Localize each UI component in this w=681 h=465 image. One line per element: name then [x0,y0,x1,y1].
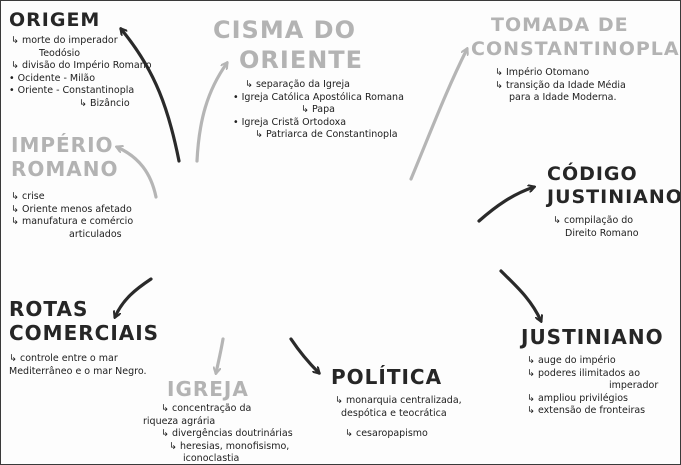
node-origem-title: ORIGEM [9,11,100,30]
igreja-note-5: iconoclastia [183,453,240,464]
politica-title-line-1: POLÍTICA [331,365,443,389]
rotas-note-1: controle entre o mar [9,353,147,366]
codigo-title-line-1: CÓDIGO [547,163,638,185]
origem-note-4: Ocidente - Milão [9,73,152,86]
imperio-note-3: manufatura e comércio [11,216,133,229]
arrow-to-politica [289,337,319,373]
cisma-title-line-1: CISMA DO [213,16,356,44]
cisma-note-2: Igreja Católica Apostólica Romana [233,92,404,105]
imperio-note-1: crise [11,191,133,204]
node-imperio-romano-notes: crise Oriente menos afetado manufatura e… [11,191,133,241]
rotas-title-line-1: ROTAS [9,297,89,321]
codigo-note-1: compilação do [553,215,639,228]
igreja-note-2: riqueza agrária [143,415,216,427]
tomada-note-1: Império Otomano [495,67,626,80]
justiniano-note-3: imperador [609,380,659,391]
node-rotas-title: ROTAS COMERCIAIS [9,297,159,345]
rotas-note-2: Mediterrâneo e o mar Negro. [9,365,147,377]
node-origem-notes: morte do imperador Teodósio divisão do I… [9,35,152,110]
justiniano-note-2: poderes ilimitados ao [527,368,658,381]
justiniano-note-5: extensão de fronteiras [527,405,658,418]
tomada-note-3: para a Idade Moderna. [509,92,617,103]
imperio-title-line-1: IMPÉRIO [11,133,114,157]
node-cisma-title: CISMA DO ORIENTE [213,15,363,75]
node-igreja-notes: concentração da riqueza agrária divergên… [143,403,293,464]
cisma-note-4: Igreja Cristã Ortodoxa [233,117,404,130]
igreja-note-4: heresias, monofisismo, [151,441,293,454]
justiniano-note-1: auge do império [527,355,658,368]
imperio-note-4: articulados [69,228,122,240]
cisma-note-3: Papa [233,104,404,117]
justiniano-note-4: ampliou privilégios [527,393,658,406]
arrow-to-codigo [477,187,534,223]
igreja-title-line-1: IGREJA [167,377,249,401]
cisma-title-line-2: ORIENTE [239,46,364,74]
origem-note-1: morte do imperador [9,35,152,48]
origem-note-2: Teodósio [39,47,81,59]
politica-note-2: despótica e teocrática [341,407,447,419]
node-justiniano-notes: auge do império poderes ilimitados ao im… [527,355,658,418]
node-tomada-notes: Império Otomano transição da Idade Média… [495,67,626,105]
origem-note-6: Bizâncio [9,98,152,111]
codigo-note-2: Direito Romano [565,227,639,239]
node-cisma-notes: separação da Igreja Igreja Católica Apos… [233,79,404,142]
node-politica-title: POLÍTICA [331,367,442,387]
igreja-note-3: divergências doutrinárias [151,428,293,441]
node-imperio-romano-title: IMPÉRIO ROMANO [11,133,119,181]
arrow-to-imperio-romano [117,147,158,199]
imperio-note-2: Oriente menos afetado [11,204,133,217]
origem-note-3: divisão do Império Romano [9,60,152,73]
rotas-title-line-2: COMERCIAIS [9,321,160,345]
arrow-to-tomada [409,49,467,181]
origem-title-line-1: ORIGEM [9,9,101,31]
codigo-title-line-2: JUSTINIANO [547,186,681,208]
node-politica-notes: monarquia centralizada, despótica e teoc… [335,395,462,441]
node-tomada-title: TOMADA DE CONSTANTINOPLA [471,13,680,61]
tomada-title-line-2: CONSTANTINOPLA [471,38,680,60]
politica-note-1: monarquia centralizada, [335,395,462,408]
cisma-note-1: separação da Igreja [233,79,404,92]
imperio-title-line-2: ROMANO [11,157,119,181]
arrow-to-justiniano [499,269,541,321]
node-justiniano-title: JUSTINIANO [521,327,664,347]
arrow-to-rotas [115,277,153,317]
justiniano-title-line-1: JUSTINIANO [521,325,664,349]
arrow-to-igreja [216,337,225,373]
node-codigo-notes: compilação do Direito Romano [553,215,639,240]
tomada-note-2: transição da Idade Média [495,80,626,93]
node-codigo-title: CÓDIGO JUSTINIANO [547,163,681,209]
node-rotas-notes: controle entre o mar Mediterrâneo e o ma… [9,353,147,378]
cisma-note-5: Patriarca de Constantinopla [233,129,404,142]
arrow-to-cisma [195,63,227,163]
politica-note-3: cesaropapismo [335,428,462,441]
origem-note-5: Oriente - Constantinopla [9,85,152,98]
node-igreja-title: IGREJA [167,379,249,399]
igreja-note-1: concentração da [151,403,293,416]
tomada-title-line-1: TOMADA DE [491,14,629,36]
